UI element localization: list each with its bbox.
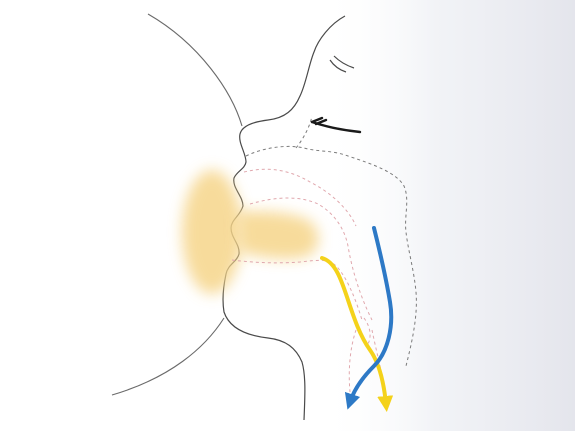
nipple-halo <box>182 170 242 294</box>
epiglottis-dashed <box>363 317 371 345</box>
baby-face-profile <box>222 15 346 421</box>
palate-dashed <box>243 168 357 227</box>
eyelash-icon <box>310 116 362 134</box>
eye-crease <box>329 55 355 73</box>
milk-path-arrow <box>320 256 394 412</box>
tongue-dashed <box>231 259 363 321</box>
air-path-arrow <box>344 226 394 410</box>
nipple-extension <box>238 211 319 259</box>
right-shade <box>320 0 575 431</box>
airway-inner-dashed <box>295 115 313 149</box>
inner-cheek-dashed <box>249 197 373 321</box>
throat-dashed-left <box>348 329 357 393</box>
nasal-airway-dashed <box>245 145 417 367</box>
breast-outline <box>111 13 243 396</box>
